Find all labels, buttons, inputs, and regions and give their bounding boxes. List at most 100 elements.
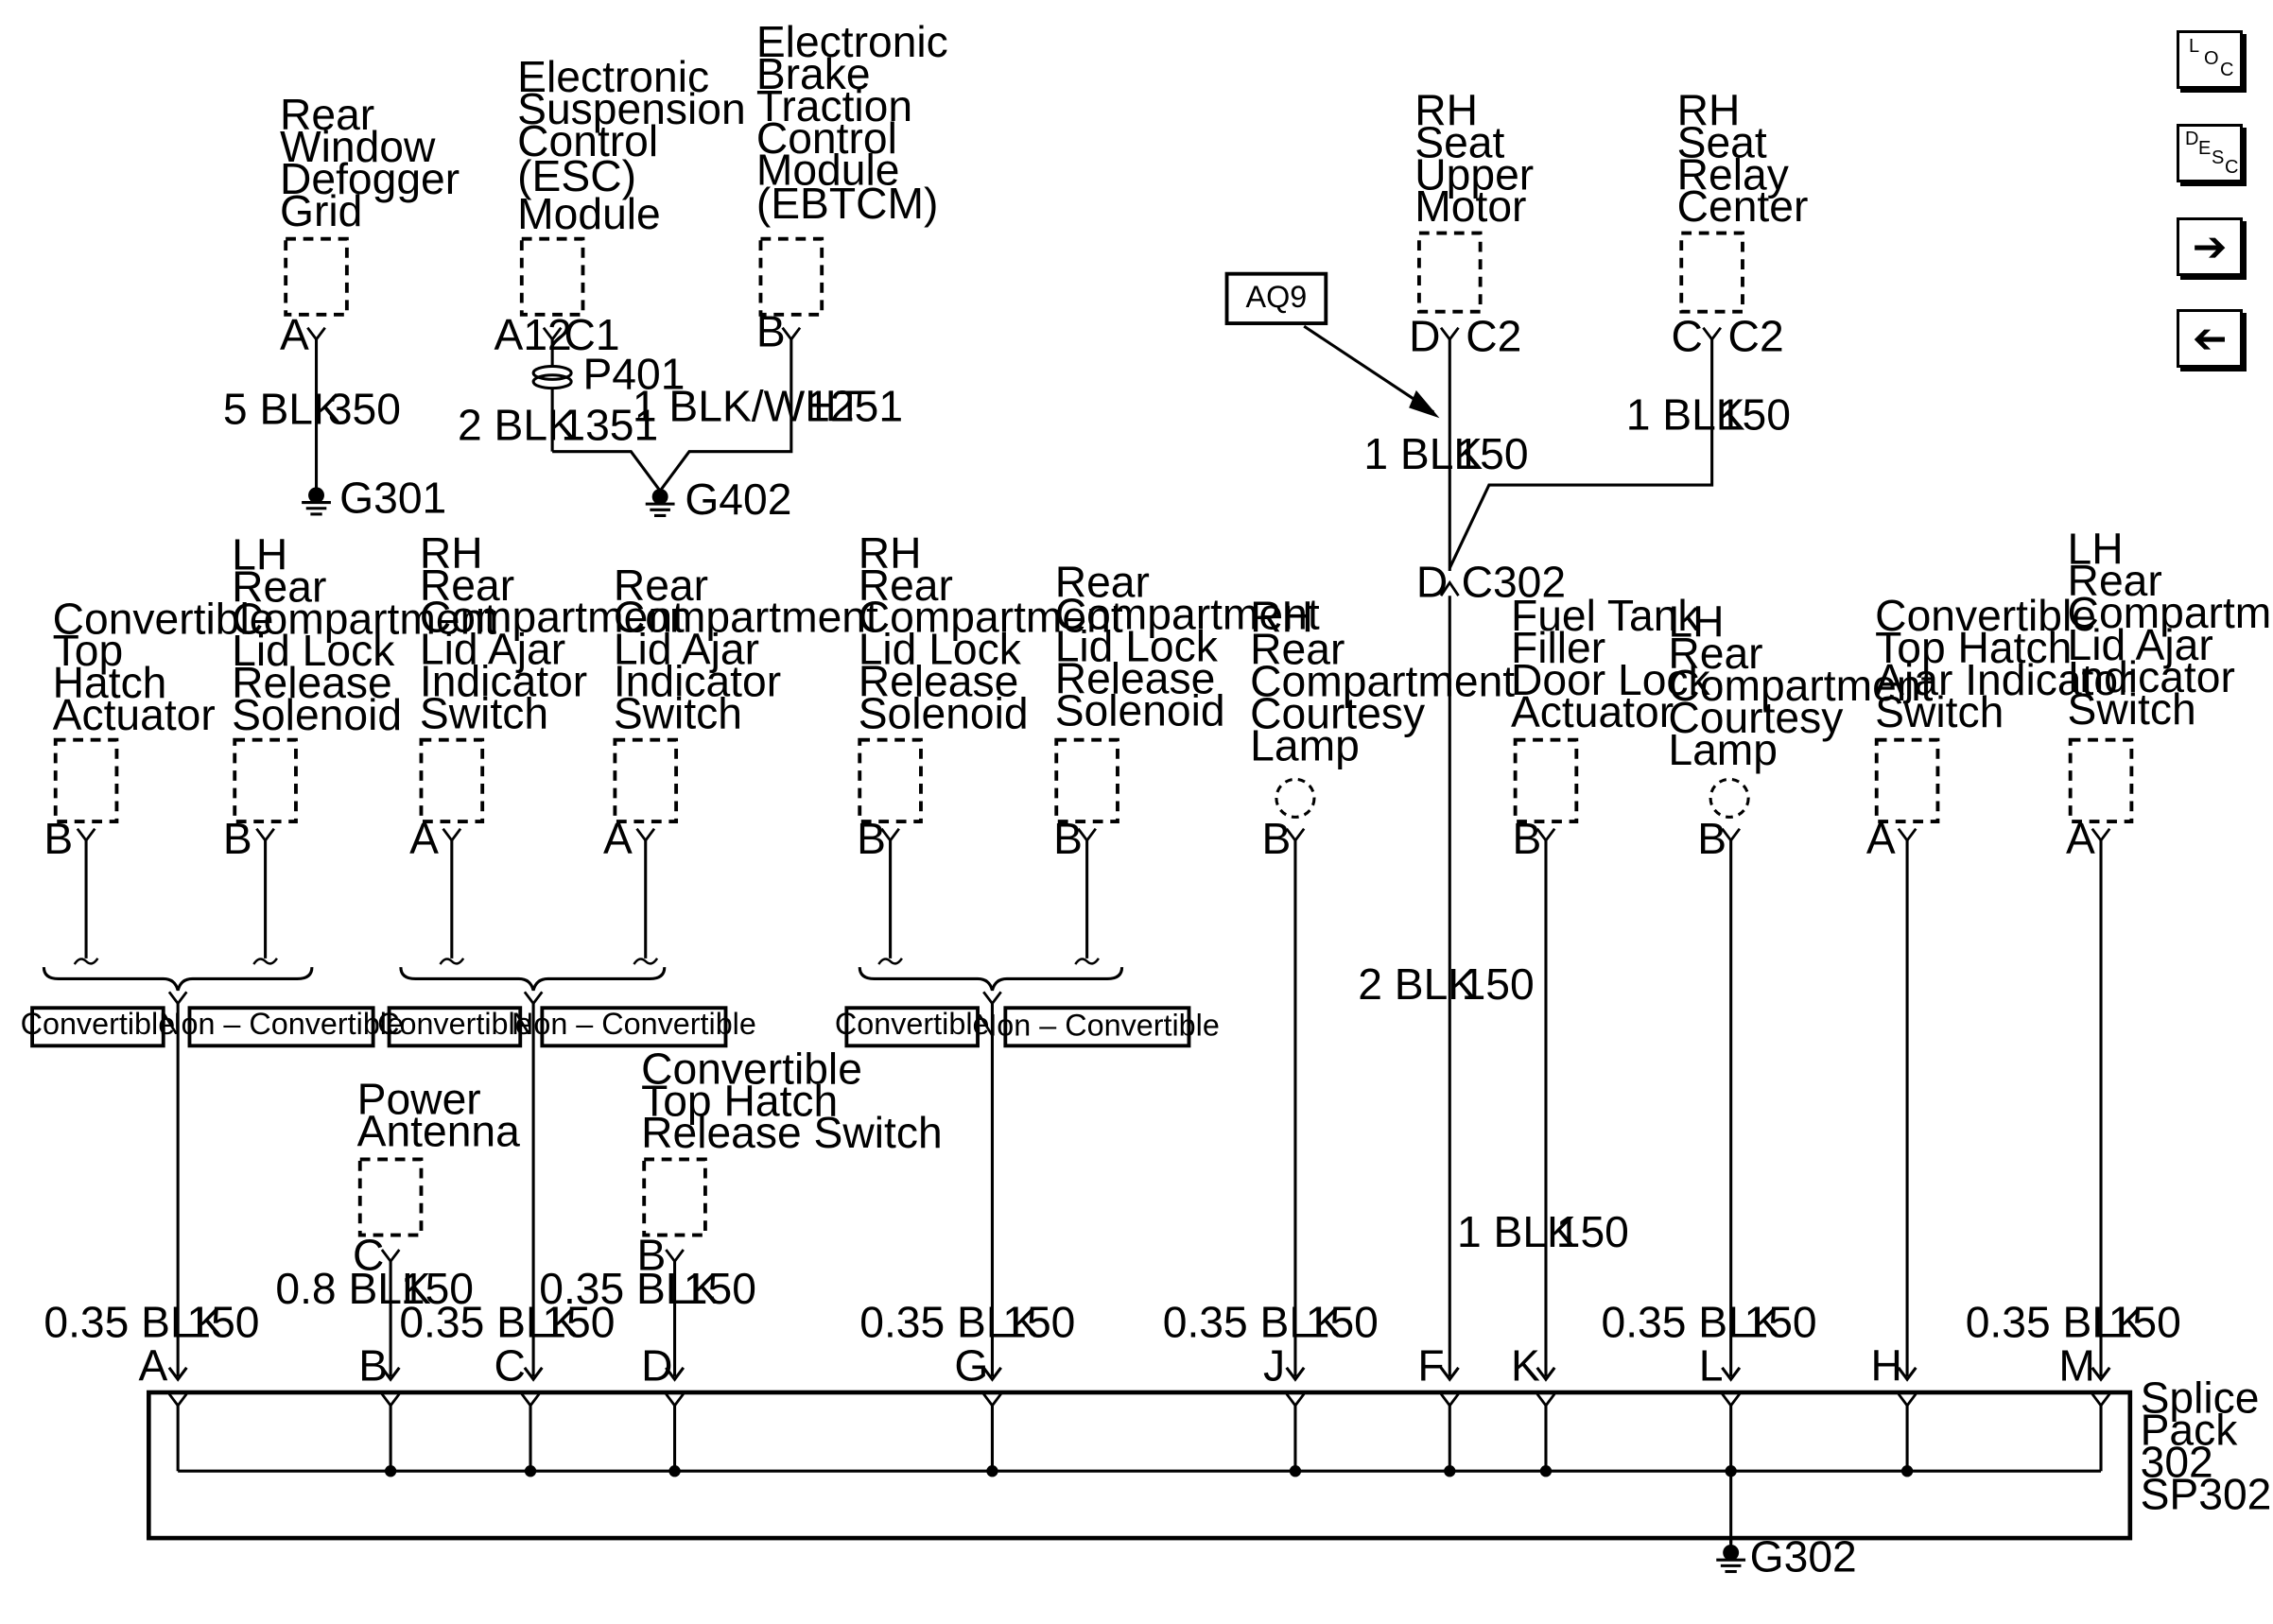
seat-motor-box [1416,231,1483,314]
wire-gauge: 0.35 BLK [43,1297,223,1346]
circuit-number: 150 [1462,959,1535,1009]
wire-gauge: 1 BLK [1457,1207,1576,1256]
pin-label: B [1697,814,1726,863]
next-page-button[interactable]: ➔ [2177,217,2243,276]
wire-gauge: 0.35 BLK [1966,1297,2145,1346]
splice-pin-label: H [1871,1341,1902,1391]
option-convertible-label: Convertible [21,1007,176,1041]
circuit-number: 150 [1306,1297,1379,1346]
splice-pin-label: B [358,1341,388,1391]
description-button[interactable]: D E S C [2177,124,2243,182]
pin-label: A [280,310,309,359]
splice-pin-label: G [954,1341,988,1391]
pin-label: B [223,814,252,863]
pin-label: A [1866,814,1896,863]
pin-label: C [1671,311,1702,360]
option-non-convertible-label: Non – Convertible [975,1009,1220,1043]
splice-pin-label: F [1417,1341,1444,1391]
ebtcm-box [758,236,824,317]
splice-pin-label: K [1511,1341,1540,1391]
right-arrow-icon: ➔ [2192,222,2228,271]
pin-label: C1 [564,310,619,359]
aq9-option-box [1224,271,1328,325]
pin-label: D [1416,558,1448,607]
defogger-box [284,236,349,317]
circuit-number: 150 [1556,1207,1629,1256]
circuit-number: 1351 [561,400,658,449]
wire-gauge: 5 BLK [223,384,342,433]
connector-label-c302: C302 [1462,558,1567,607]
circuit-number: 150 [1455,429,1528,478]
pin-label: A [2066,814,2095,863]
wire-gauge: 1 BLK/WHT [633,381,863,430]
pin-label: B [857,814,886,863]
pin-label: A [409,814,439,863]
circuit-number: 150 [2108,1297,2181,1346]
desc-letter: D [2185,129,2199,149]
circuit-number: 1251 [806,381,903,430]
wire-gauge: 1 BLK [1626,390,1745,440]
wire-gauge: 0.35 BLK [859,1297,1039,1346]
splice-pin-label: J [1263,1341,1285,1391]
pin-label: A [603,814,633,863]
circuit-number: 150 [684,1264,756,1313]
pin-label: B [1513,814,1542,863]
wire-gauge: 2 BLK [1358,959,1477,1009]
ground-label-g302: G302 [1750,1532,1857,1581]
option-convertible-label: Convertible [377,1007,532,1041]
esc-box [519,236,585,317]
ground-icon-g402 [644,487,677,517]
pin-label: B [1262,814,1292,863]
ground-label-g402: G402 [685,475,791,524]
desc-letter: C [2225,157,2239,178]
splice-pin-label: L [1699,1341,1724,1391]
wire-gauge: 0.35 BLK [399,1297,579,1346]
splice-pin-label: M [2058,1341,2095,1391]
pin-label: C2 [1466,311,1521,360]
p401-connector [531,364,573,381]
loc-letter: O [2204,48,2219,69]
wire-gauge: 0.35 BLK [1602,1297,1781,1346]
splice-pin-label: C [495,1341,526,1391]
splice-pack-box [147,1390,2133,1541]
circuit-number: 150 [542,1297,615,1346]
ground-icon-g302 [1714,1543,1747,1574]
circuit-number: 150 [1744,1297,1817,1346]
left-arrow-icon: ➔ [2192,314,2228,363]
option-non-convertible-label: Non – Convertible [512,1007,756,1041]
ground-label-g301: G301 [339,473,446,522]
previous-page-button[interactable]: ➔ [2177,309,2243,368]
desc-letter: S [2212,147,2225,168]
pin-label: B [43,814,73,863]
option-convertible-label: Convertible [835,1007,990,1041]
circuit-number: 150 [1718,390,1791,440]
wire-gauge: 0.8 BLK [275,1264,431,1313]
location-button[interactable]: L O C [2177,30,2243,89]
pin-label: B [756,307,786,356]
pin-label: C [353,1231,384,1280]
option-non-convertible-label: Non – Convertible [159,1007,404,1041]
connector-label-p401: P401 [582,349,685,398]
seat-relay-box [1679,231,1744,314]
splice-pin-label: D [641,1341,672,1391]
pin-label: B [1053,814,1083,863]
circuit-number: 150 [186,1297,259,1346]
pin-label: C2 [1728,311,1784,360]
